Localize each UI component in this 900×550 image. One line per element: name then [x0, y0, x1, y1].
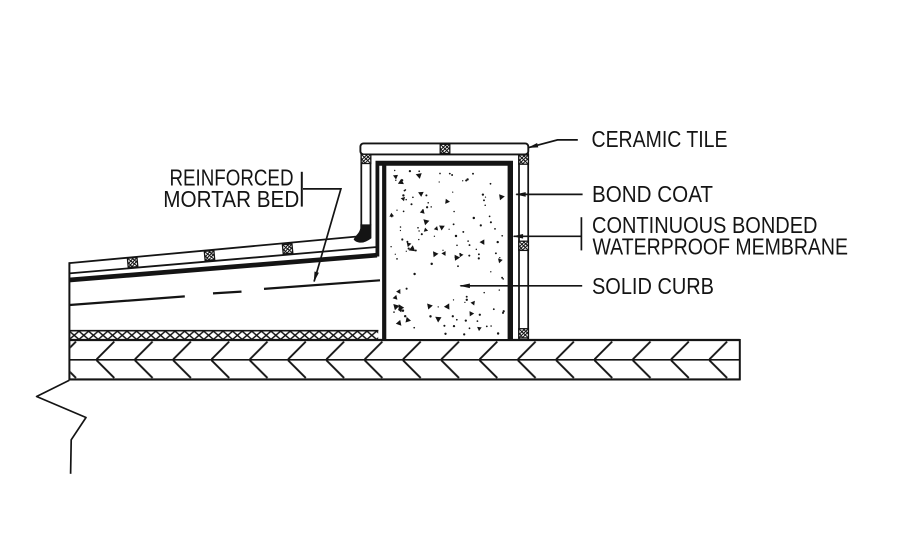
svg-text:CONTINUOUS BONDED: CONTINUOUS BONDED [592, 212, 818, 238]
svg-text:MORTAR BED: MORTAR BED [163, 186, 299, 212]
svg-text:BOND COAT: BOND COAT [592, 181, 713, 207]
svg-text:REINFORCED: REINFORCED [170, 165, 294, 191]
svg-text:SOLID CURB: SOLID CURB [592, 273, 714, 299]
svg-text:CERAMIC TILE: CERAMIC TILE [592, 126, 728, 152]
svg-text:WATERPROOF MEMBRANE: WATERPROOF MEMBRANE [593, 233, 849, 259]
